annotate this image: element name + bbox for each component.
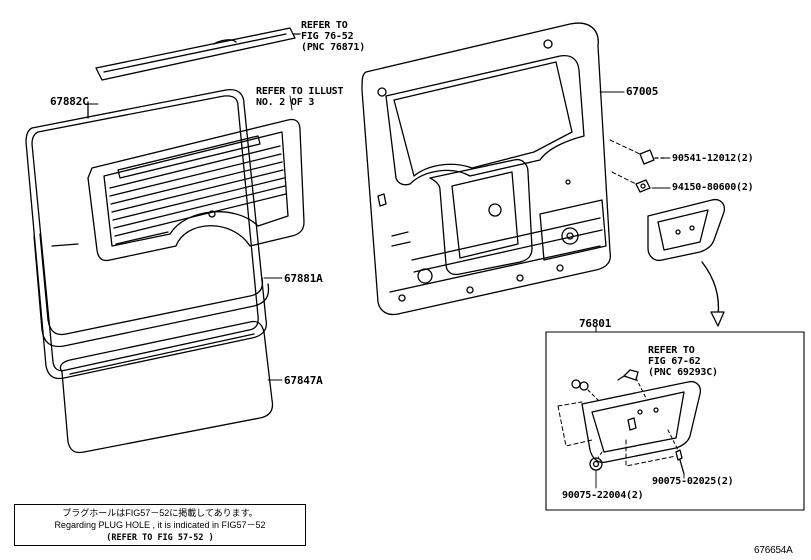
- note-japanese: プラグホールはFIG57－52に掲載してあります。: [62, 508, 258, 518]
- label-part-90075-02025: 90075-02025(2): [652, 476, 734, 487]
- label-refer-fig-67-62: REFER TO FIG 67-62 (PNC 69293C): [648, 345, 718, 378]
- label-line: (PNC 76871): [301, 42, 366, 53]
- nut-94150: [611, 171, 651, 193]
- plug-hole-note: プラグホールはFIG57－52に掲載してあります。 Regarding PLUG…: [14, 504, 306, 546]
- label-line: REFER TO: [301, 20, 348, 31]
- label-line: FIG 67-62: [648, 356, 701, 367]
- detail-box-76801: [545, 325, 805, 511]
- label-part-67005: 67005: [626, 85, 659, 98]
- detail-arrow: [701, 261, 725, 327]
- upper-garnish-strip: [95, 27, 301, 81]
- back-door-panel-67005: [361, 22, 612, 316]
- label-refer-illust: REFER TO ILLUST NO. 2 OF 3: [256, 86, 344, 108]
- rear-garnish: [647, 198, 726, 262]
- illustration-id: 676654A: [754, 545, 793, 556]
- label-part-67882c: 67882C: [50, 95, 89, 108]
- door-weatherstrip-67882c: [25, 88, 268, 380]
- label-line: (PNC 69293C): [648, 367, 718, 378]
- label-part-67881a: 67881A: [284, 272, 323, 285]
- clip-90541: [609, 139, 665, 165]
- label-refer-fig-76-52: REFER TO FIG 76-52 (PNC 76871): [301, 20, 365, 53]
- back-window-glass: [87, 118, 305, 262]
- label-line: NO. 2 OF 3: [256, 97, 315, 108]
- label-line: REFER TO: [648, 345, 695, 356]
- label-line: REFER TO ILLUST: [256, 86, 344, 97]
- label-part-94150: 94150-80600(2): [672, 182, 754, 193]
- leader-lines: [87, 91, 685, 489]
- label-line: FIG 76-52: [301, 31, 354, 42]
- note-english: Regarding PLUG HOLE , it is indicated in…: [54, 520, 266, 530]
- label-part-90541: 90541-12012(2): [672, 153, 754, 164]
- opening-weatherstrip-67881a: [33, 233, 270, 348]
- label-part-90075-22004: 90075-22004(2): [562, 490, 644, 501]
- note-reference: (REFER TO FIG 57-52 ): [106, 533, 214, 543]
- label-part-76801: 76801: [579, 317, 612, 330]
- service-hole-cover-67847a: [59, 320, 274, 454]
- label-part-67847a: 67847A: [284, 374, 323, 387]
